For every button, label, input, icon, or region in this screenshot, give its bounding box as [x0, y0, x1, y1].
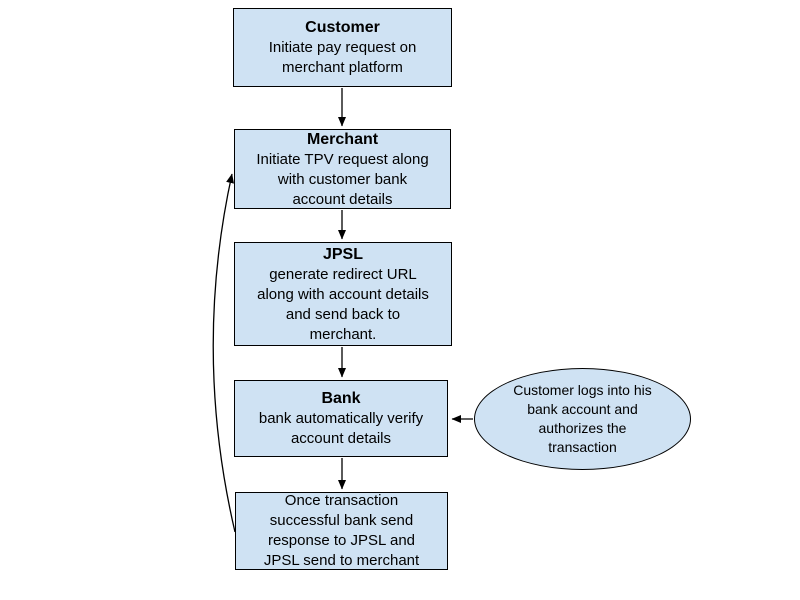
node-customer[interactable]: Customer Initiate pay request on merchan… [233, 8, 452, 87]
node-result-body: Once transaction successful bank send re… [263, 492, 420, 569]
node-merchant-title: Merchant [306, 130, 379, 148]
edge-result-to-merchant-curved-arrow[interactable] [212, 173, 236, 533]
node-jpsl[interactable]: JPSL generate redirect URL along with ac… [234, 242, 452, 346]
node-merchant[interactable]: Merchant Initiate TPV request along with… [234, 129, 451, 209]
node-customer-title: Customer [305, 19, 380, 36]
node-bank-body: bank automatically verify account detail… [258, 410, 424, 447]
node-bank-title: Bank [321, 390, 361, 407]
node-annotation-body: Customer logs into his bank account and … [513, 382, 652, 455]
node-bank[interactable]: Bank bank automatically verify account d… [234, 380, 448, 457]
node-result[interactable]: Once transaction successful bank send re… [235, 492, 448, 570]
node-jpsl-body: generate redirect URL along with account… [257, 265, 429, 343]
node-customer-body: Initiate pay request on merchant platfor… [268, 39, 417, 76]
node-annotation-ellipse[interactable]: Customer logs into his bank account and … [474, 368, 691, 470]
node-jpsl-title: JPSL [322, 245, 363, 263]
node-merchant-body: Initiate TPV request along with customer… [256, 150, 429, 208]
